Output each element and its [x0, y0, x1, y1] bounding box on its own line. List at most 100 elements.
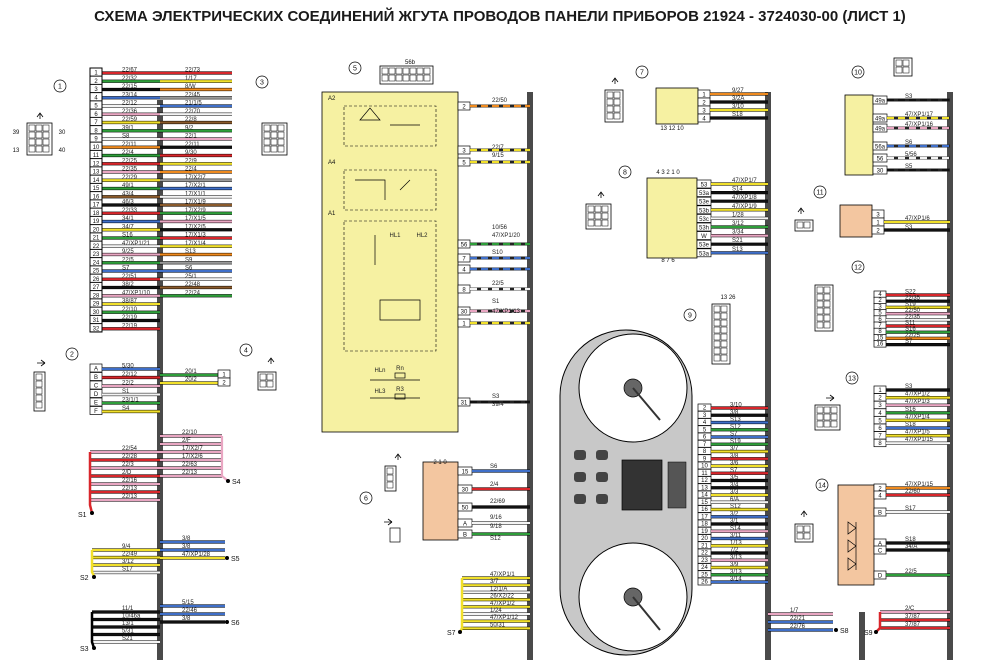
block13-pin: 5 — [878, 418, 882, 424]
block14-wire-label: 22/5 — [905, 569, 917, 575]
bus-left — [157, 100, 163, 660]
block13-wire-label: S18 — [905, 422, 916, 428]
block11-pin: 1 — [876, 221, 880, 227]
block8-pin: W — [701, 234, 707, 240]
block13-pin: 2 — [878, 396, 882, 402]
component-number: 3 — [260, 80, 264, 87]
block1-wire-label: 39/1 — [122, 125, 134, 131]
bus-right-1 — [765, 92, 771, 660]
block8-pin: 53a — [699, 251, 710, 257]
connector-9-face-cell — [713, 333, 721, 341]
block7-pin: 2 — [702, 101, 706, 107]
block9-pin: 3 — [703, 413, 707, 419]
connector-12-face-cell — [823, 293, 831, 301]
fork-icon — [800, 510, 808, 517]
block9-wire-label: 3/13 — [730, 555, 742, 561]
splice-wire-label: 50/31 — [490, 622, 506, 628]
block6-wire-label: 9/16 — [490, 515, 502, 521]
block1-wire-label: 38/87 — [122, 299, 138, 305]
block9-wire-label: S12 — [730, 424, 741, 430]
splice-wire-label: 22/28 — [122, 454, 138, 460]
splice-wire-label: 13/1 — [122, 621, 134, 627]
connector-7-face — [604, 89, 624, 123]
block6-housing — [422, 461, 459, 541]
connector-9-face-cell — [720, 333, 728, 341]
connector-2-face — [33, 371, 46, 412]
splice-link-s4 — [220, 436, 229, 482]
block1-pin: 8 — [94, 128, 98, 134]
connector-9-face — [711, 303, 731, 365]
connector-13-face-cell — [816, 420, 824, 428]
connector-3-face-cell — [263, 145, 271, 153]
block9-pin: 6 — [703, 435, 707, 441]
block10-pin: 49a — [875, 127, 886, 133]
block12-pin: 6 — [878, 317, 882, 323]
connector-1-face-cell — [42, 138, 50, 146]
splice-wire-label: 1/7 — [790, 608, 799, 614]
connector-8-face-cell — [594, 212, 602, 220]
block5-wire-label: S3 — [492, 394, 500, 400]
block13-pin: 7 — [878, 434, 882, 440]
component-number: 10 — [854, 70, 862, 77]
block2-wire-label: 20/1 — [185, 369, 197, 375]
connector-1-face-cell — [35, 145, 43, 153]
block1-wire-label: 17/X2/1 — [185, 183, 206, 189]
splice-wire-label: 17/X2/6 — [182, 454, 203, 460]
block5-pin: 3 — [462, 149, 466, 155]
block9-wire-label: 3/14 — [730, 577, 742, 583]
splice-wire-label: 47/XP1/28 — [182, 552, 211, 558]
block1-wire-label: 22/12 — [122, 101, 138, 107]
connector-1-face-cell — [28, 145, 36, 153]
connector-3-face-cell — [263, 131, 271, 139]
block1-wire-label: 22/24 — [185, 290, 201, 296]
block1-wire-label: 9/25 — [122, 249, 134, 255]
block1-pin: 19 — [93, 219, 100, 225]
connector-9-face-cell — [720, 319, 728, 327]
connector-7-face-cell — [606, 105, 614, 113]
block12-wire-label: S7 — [905, 339, 913, 345]
block1-wire-label: 43/4 — [122, 191, 134, 197]
connector-13-face-cell — [823, 406, 831, 414]
splice-node-s8 — [834, 628, 838, 632]
block5-component-label: HL2 — [416, 233, 428, 239]
block5-section-label: A4 — [328, 160, 336, 166]
block6-wire-label: 9/18 — [490, 524, 502, 530]
block5-header: 56b — [405, 60, 416, 66]
splice-wire-label: 1/24 — [490, 608, 502, 614]
block6-pin: 30 — [462, 488, 469, 494]
block12-pin: 15 — [877, 335, 884, 341]
block1-wire-label: 22/51 — [122, 274, 138, 280]
block7-pin: 1 — [702, 93, 706, 99]
block6-wire-label: 2/4 — [490, 482, 499, 488]
block5-pin: 8 — [462, 288, 466, 294]
component-number-circle — [65, 347, 79, 361]
block1-pin: 10 — [93, 145, 100, 151]
connector-8-face-cell — [594, 205, 602, 213]
block8-wire-label: 47/XP1/7 — [732, 178, 757, 184]
block9-pin: 5 — [703, 427, 707, 433]
splice-wire-label: 47/XP1/2 — [490, 601, 515, 607]
connector-5-face-cell — [395, 67, 403, 75]
connector-14-face-cell — [796, 532, 804, 540]
block1-wire-label: S8 — [122, 134, 130, 140]
block9-pin: 8 — [703, 449, 707, 455]
block1-pin: 16 — [93, 194, 100, 200]
block1-pin: 2 — [94, 79, 98, 85]
connector-2-face-cell — [35, 387, 43, 395]
block10-wire-label: S3 — [905, 94, 913, 100]
block7-wire-label: 3/10 — [732, 104, 744, 110]
block1-wire-label: 22/11 — [185, 142, 200, 148]
block5-wire-label: 47/XP1/20 — [492, 233, 521, 239]
block12-wire-label: 22/35 — [905, 296, 921, 302]
connector-3-face-cell — [277, 124, 285, 132]
block9-wire-label: S7 — [730, 432, 738, 438]
connector-8-face-cell — [601, 212, 609, 220]
block13-wire-label: 47/XP1/4 — [905, 414, 930, 420]
splice-wire-label: 26/X2/22 — [490, 594, 515, 600]
splice-wire-label: 2/C — [905, 606, 915, 612]
component-number-circle — [851, 260, 865, 274]
connector-3-face — [261, 122, 288, 156]
connector-10-face-cell — [895, 59, 903, 67]
block9-pin: 20 — [701, 536, 708, 542]
splice-wire-label: 2/F — [182, 438, 191, 444]
